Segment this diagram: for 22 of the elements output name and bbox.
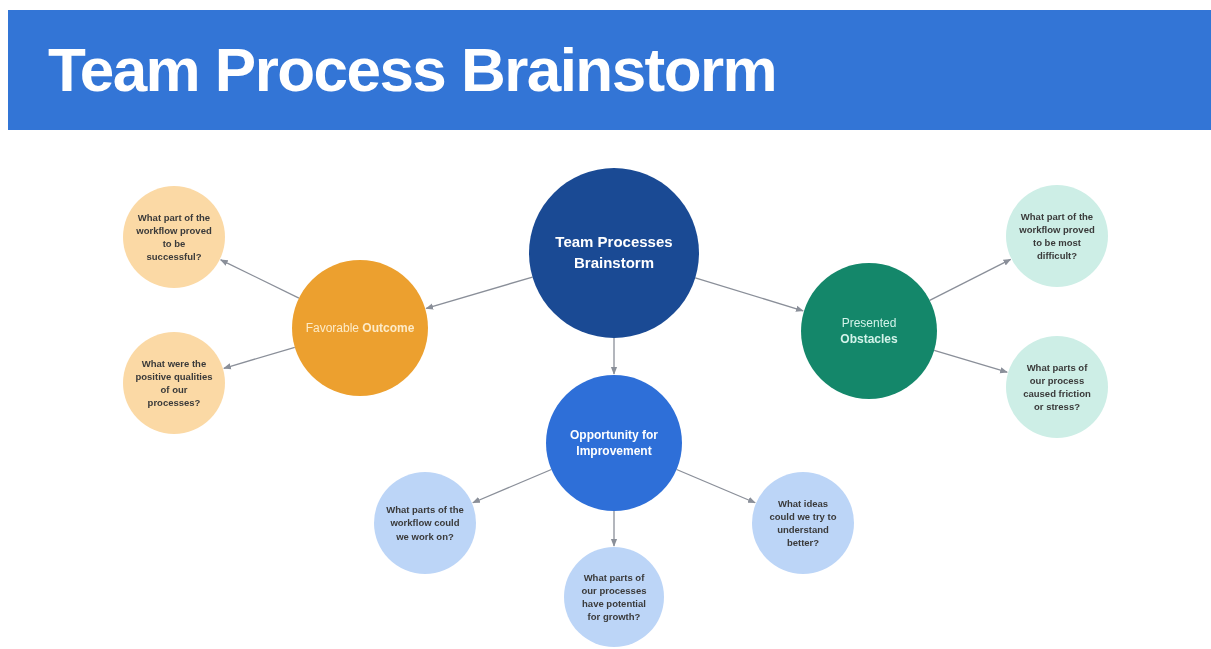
node-label: What part of the workflow proved to be successful? [135, 210, 213, 264]
node-label: What parts of our process caused friction or stress? [1022, 360, 1092, 414]
arrow [933, 349, 1008, 374]
node-label: Team Processes Brainstorm [554, 232, 674, 273]
title: Team Process Brainstorm [48, 39, 777, 101]
node-label: What parts of our processes have potential for growth? [580, 570, 648, 624]
arrow [472, 468, 553, 504]
node-label: What ideas could we try to understand better? [768, 496, 838, 550]
node-label: Presented Obstacles [839, 314, 899, 348]
node-label: What were the positive qualities of our processes? [134, 356, 214, 410]
node-label: Favorable Outcome [304, 319, 416, 337]
node-label: Opportunity for Improvement [569, 426, 659, 460]
arrow [694, 277, 804, 312]
arrow [220, 259, 300, 299]
arrow [223, 346, 296, 370]
arrow [610, 510, 618, 547]
node-label: What part of the workflow proved to be most difficult? [1018, 209, 1096, 263]
arrow [929, 258, 1012, 301]
arrow [610, 337, 618, 375]
arrow [425, 276, 534, 310]
arrow [675, 468, 756, 504]
node-label: What parts of the workflow could we work on? [385, 503, 465, 543]
